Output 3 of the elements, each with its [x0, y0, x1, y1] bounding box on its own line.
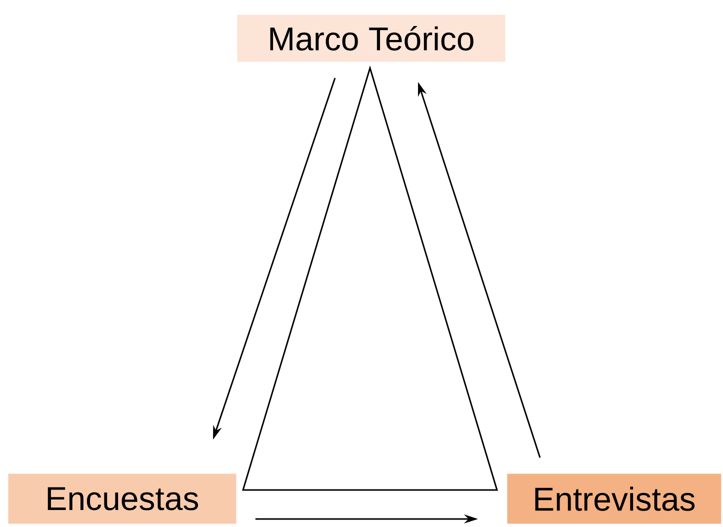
text-box: Entrevistas: [507, 474, 722, 524]
text-box: Encuestas: [8, 474, 236, 524]
text-box: Marco Teórico: [237, 14, 506, 62]
